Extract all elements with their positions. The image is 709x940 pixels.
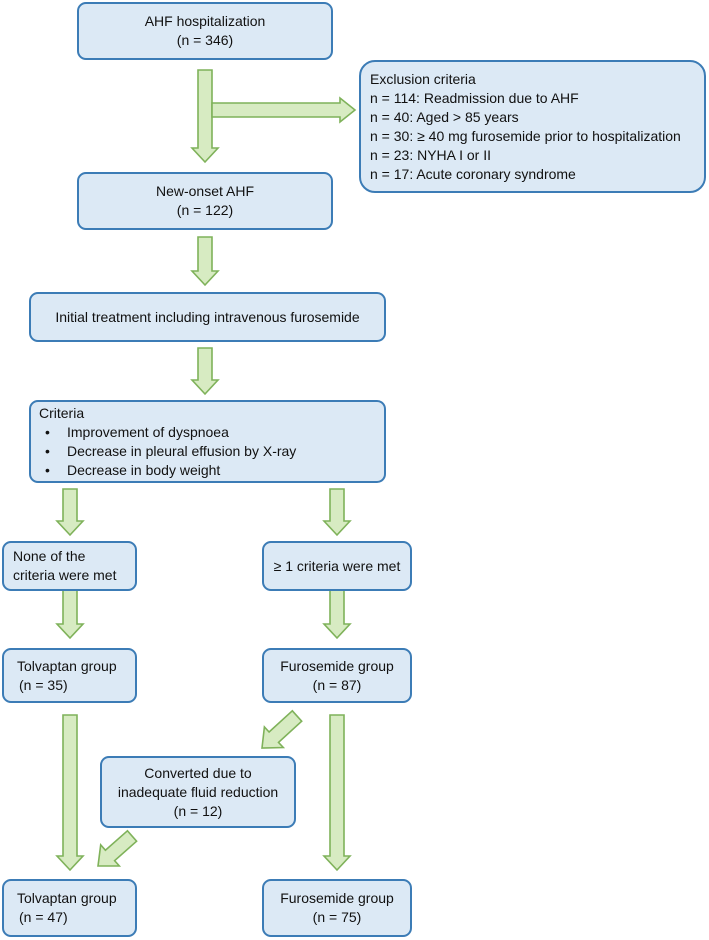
arrow-down-to-some-met	[322, 488, 352, 537]
box-title: Exclusion criteria	[370, 70, 476, 87]
some-criteria-met-box: ≥ 1 criteria were met	[262, 541, 412, 591]
box-line: Converted due to	[144, 764, 252, 781]
arrow-down-to-initial-treatment	[190, 236, 220, 287]
exclusion-item: n = 40: Aged > 85 years	[370, 108, 519, 125]
box-title: Tolvaptan group	[17, 890, 117, 906]
criteria-item: Decrease in pleural effusion by X-ray	[45, 442, 384, 461]
exclusion-item: n = 30: ≥ 40 mg furosemide prior to hosp…	[370, 127, 681, 144]
box-count: (n = 122)	[176, 202, 234, 218]
box-count: (n = 35)	[19, 676, 68, 693]
tolvaptan-group-initial-box: Tolvaptan group (n = 35)	[2, 648, 137, 703]
exclusion-item: n = 114: Readmission due to AHF	[370, 89, 579, 106]
box-count: (n = 346)	[176, 32, 234, 48]
criteria-item: Decrease in body weight	[45, 461, 384, 480]
new-onset-ahf-box: New-onset AHF (n = 122)	[77, 172, 333, 230]
box-count: (n = 47)	[19, 909, 68, 925]
arrow-down-to-tolvaptan-initial	[55, 589, 85, 640]
criteria-box: Criteria Improvement of dyspnoea Decreas…	[29, 400, 386, 483]
exclusion-item: n = 17: Acute coronary syndrome	[370, 165, 576, 182]
initial-treatment-box: Initial treatment including intravenous …	[29, 292, 386, 342]
arrow-diagonal-to-converted	[261, 709, 303, 749]
arrow-down-to-new-onset	[190, 69, 220, 164]
furosemide-group-final-box: Furosemide group (n = 75)	[262, 879, 412, 937]
exclusion-criteria-box: Exclusion criteria n = 114: Readmission …	[359, 60, 706, 193]
criteria-list: Improvement of dyspnoea Decrease in pleu…	[39, 423, 384, 480]
none-criteria-met-box: None of the criteria were met	[2, 541, 137, 591]
arrow-diagonal-to-tolvaptan-final	[97, 829, 138, 867]
box-title: Initial treatment including intravenous …	[55, 308, 360, 325]
box-title: Tolvaptan group	[17, 657, 117, 674]
box-count: (n = 87)	[312, 676, 362, 693]
arrow-down-to-none-met	[55, 488, 85, 537]
box-count: (n = 12)	[173, 802, 223, 819]
box-title: ≥ 1 criteria were met	[273, 557, 401, 574]
arrow-down-to-criteria	[190, 347, 220, 396]
exclusion-item: n = 23: NYHA I or II	[370, 146, 492, 163]
criteria-item: Improvement of dyspnoea	[45, 423, 384, 442]
tolvaptan-group-final-box: Tolvaptan group (n = 47)	[2, 879, 137, 937]
arrow-down-to-furosemide-initial	[322, 589, 352, 640]
arrow-down-to-furosemide-final	[322, 714, 352, 872]
box-line: inadequate fluid reduction	[117, 783, 279, 800]
arrow-down-to-tolvaptan-final	[55, 714, 85, 872]
box-title: Furosemide group	[280, 657, 394, 674]
box-title: Furosemide group	[280, 890, 394, 906]
furosemide-group-initial-box: Furosemide group (n = 87)	[262, 648, 412, 703]
arrow-right-to-exclusion	[211, 96, 357, 124]
box-count: (n = 75)	[312, 909, 362, 925]
box-title: AHF hospitalization	[144, 13, 266, 29]
box-line: None of the	[13, 548, 86, 564]
ahf-hospitalization-box: AHF hospitalization (n = 346)	[77, 2, 333, 60]
box-title: New-onset AHF	[155, 183, 255, 199]
converted-box: Converted due to inadequate fluid reduct…	[100, 756, 296, 828]
box-line: criteria were met	[13, 567, 117, 583]
box-title: Criteria	[39, 404, 85, 421]
